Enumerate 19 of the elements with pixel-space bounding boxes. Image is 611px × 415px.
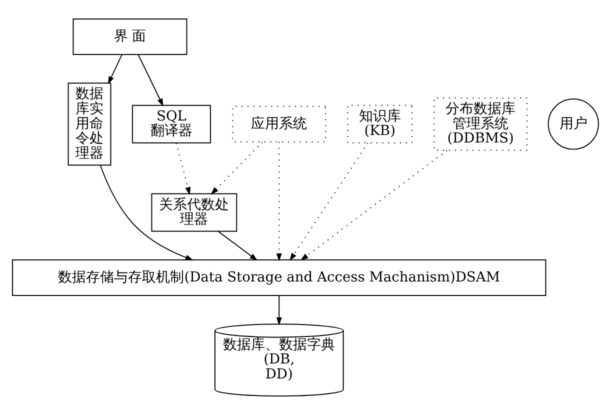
arrow [210,142,263,195]
arrow [138,54,164,106]
arrow [290,142,368,261]
arrow [276,295,282,326]
arrow [176,142,191,196]
node-box: 数据存储与存取机制(Data Storage and Access Machanism)DSAM [12,259,546,296]
node-box: 界 面 [72,18,188,55]
arrow [276,141,282,262]
arrow [300,150,448,261]
node-box: 知识库 (KB) [347,104,412,144]
node-box: SQL 翻译器 [132,104,211,144]
node-box: 应用系统 [232,106,326,142]
arrow [108,54,122,84]
node-circle: 用户 [548,98,599,150]
node-box: 分布数据库管理系统 (DDBMS) [434,97,528,151]
node-box: 数据库实用命令处理器 [68,82,112,166]
arrow [100,164,194,260]
arrow [218,230,258,261]
node-box: 关系代数处理器 [151,193,238,232]
